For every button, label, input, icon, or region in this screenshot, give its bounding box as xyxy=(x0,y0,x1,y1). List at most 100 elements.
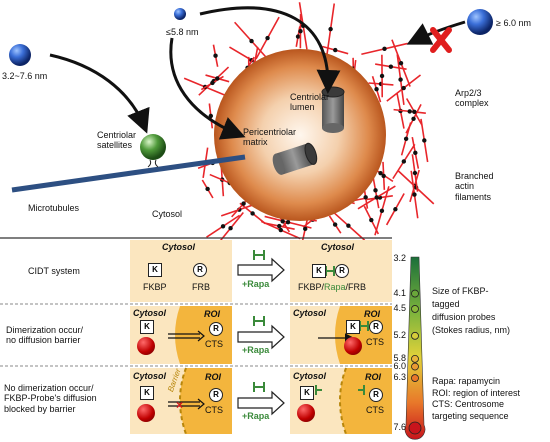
frb-r-icon: R xyxy=(193,263,207,277)
arp23-dot xyxy=(213,53,218,58)
arrow-small-into-pcm xyxy=(169,37,246,140)
row3-hollow-arrow xyxy=(237,390,285,416)
rapa-icon-row3 xyxy=(253,382,265,392)
arp23-dot xyxy=(388,64,394,69)
row1-rapa-label: +Rapa xyxy=(242,279,270,289)
abbreviation-legend: Rapa: rapamycin ROI: region of interest … xyxy=(432,376,521,422)
arp23-dot xyxy=(369,217,374,223)
scale-tick-label: 5.8 xyxy=(393,352,406,363)
arp23-dot xyxy=(210,80,215,86)
result-fkbp: FKBP/ xyxy=(298,282,325,292)
arp23-dot xyxy=(285,220,291,225)
row3-right-probe-ball xyxy=(297,404,315,422)
satellite-tether xyxy=(147,159,159,168)
row1-result-k-icon: K xyxy=(312,264,326,278)
result-frb: /FRB xyxy=(345,282,367,292)
probe-ball-large-right xyxy=(467,9,493,35)
arp23-dot xyxy=(422,138,427,143)
arp23-dot xyxy=(412,109,417,114)
rapa-linker-row3 xyxy=(315,385,322,395)
row3-right-cts: CTS xyxy=(366,405,384,415)
cytosol-label: Cytosol xyxy=(152,209,183,219)
arp23-dot xyxy=(411,116,416,121)
arp23-dot xyxy=(228,226,233,231)
arp23-dot xyxy=(241,201,246,206)
row2-left-header: Cytosol xyxy=(133,308,167,318)
frb-label: FRB xyxy=(192,282,210,292)
row2-left-cts: CTS xyxy=(205,339,223,349)
row2-right-k-icon: K xyxy=(346,320,360,334)
row3-right-r-icon: R xyxy=(369,388,383,402)
probe-ball-small xyxy=(174,8,186,20)
row1-right-header: Cytosol xyxy=(321,242,355,252)
row1-left-header: Cytosol xyxy=(162,242,196,252)
row3-left-cts: CTS xyxy=(205,405,223,415)
rapa-bond-row1 xyxy=(325,266,335,276)
rapa-icon-row2 xyxy=(253,316,265,326)
arp23-dot xyxy=(374,195,379,200)
centriolar-satellites-label: Centriolar satellites xyxy=(97,130,137,151)
row3-left-header: Cytosol xyxy=(133,371,167,381)
scale-tick-label: 4.5 xyxy=(393,302,406,313)
scale-tick-label: 5.2 xyxy=(393,329,406,340)
arp23-dot xyxy=(374,86,379,92)
pericentriolar-matrix-label: Pericentriolar matrix xyxy=(243,127,297,148)
arp23-dot xyxy=(332,222,338,227)
arp23-dot xyxy=(250,211,255,216)
arp23-dot xyxy=(205,186,210,192)
row3-left-roi xyxy=(180,368,232,434)
row2-right-probe-ball xyxy=(344,337,362,355)
scale-tick-label: 4.1 xyxy=(393,287,406,298)
row3-left-r-icon: R xyxy=(209,388,223,402)
scale-dot xyxy=(411,289,419,298)
row3-label: No dimerization occur/ FKBP-Probe's diff… xyxy=(4,383,97,414)
row1-result-r-icon: R xyxy=(335,264,349,278)
arp23-dot xyxy=(346,223,351,228)
row2-right-cts: CTS xyxy=(366,337,384,347)
row2-label: Dimerization occur/ no diffusion barrier xyxy=(6,325,84,346)
arp23-dot xyxy=(208,113,214,119)
microtubule xyxy=(11,154,246,193)
arp23-dot xyxy=(277,223,282,229)
centriolar-lumen-label: Centriolar lumen xyxy=(290,92,330,113)
arp23-dot xyxy=(403,136,409,142)
branched-actin-label: Branched actin filaments xyxy=(455,171,494,202)
row3-right-k-icon: K xyxy=(300,386,314,400)
scale-dot xyxy=(408,421,422,435)
arp23-dot xyxy=(295,34,301,39)
arrow-small-into-lumen xyxy=(199,6,341,94)
fkbp-k-icon: K xyxy=(148,263,162,277)
arp23-dot xyxy=(379,208,385,214)
row3-left-roi-label: ROI xyxy=(205,372,222,382)
row2-right-roi-label: ROI xyxy=(364,309,381,319)
probe-ball-large-left xyxy=(9,44,31,66)
row1-hollow-arrow xyxy=(237,257,285,283)
scale-dot xyxy=(411,331,419,340)
row3-left-block-x: × xyxy=(176,398,183,412)
arp23-dot xyxy=(298,28,303,34)
arp23-dot xyxy=(412,170,418,176)
size-scale-dots xyxy=(408,289,422,435)
row2-left-r-icon: R xyxy=(209,322,223,336)
arp23-dot xyxy=(413,150,418,156)
scale-dot xyxy=(411,362,419,371)
row1-result-label: FKBP/Rapa/FRB xyxy=(298,282,366,292)
arp23-dot xyxy=(398,77,403,82)
scale-dot xyxy=(411,374,419,382)
row2-hollow-arrow xyxy=(237,324,285,350)
scale-dot xyxy=(411,354,419,363)
scale-dot xyxy=(411,305,419,313)
arp23-dot xyxy=(407,109,412,114)
row2-left-roi-label: ROI xyxy=(204,309,221,319)
row1-label: CIDT system xyxy=(28,266,80,276)
rapa-linker-row3-b xyxy=(358,385,365,395)
arp23-dot xyxy=(249,38,254,44)
row3-left-probe-ball xyxy=(137,404,155,422)
row2-right-header: Cytosol xyxy=(293,308,327,318)
row2-rapa-label: +Rapa xyxy=(242,345,270,355)
arp23-dot xyxy=(278,227,283,233)
arp23-dot xyxy=(378,170,383,176)
arp23-dot xyxy=(265,35,270,41)
arp23-dot xyxy=(215,76,220,81)
